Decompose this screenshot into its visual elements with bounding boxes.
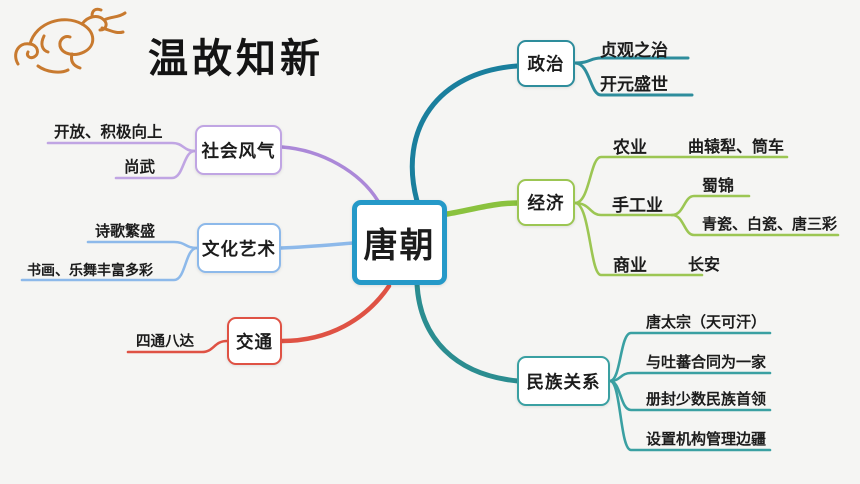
leaf-handicraft: 手工业: [612, 196, 663, 215]
leaf-taizong-khan: 唐太宗（天可汗）: [646, 314, 767, 331]
leaf-frontier-agencies: 设置机构管理边疆: [646, 431, 767, 448]
branch-node-economy: 经济: [517, 179, 575, 226]
economy-child-line-commerce: [573, 201, 704, 277]
politics-branch-curve: [409, 63, 520, 204]
politics-child-line-1: [573, 61, 694, 97]
leaf-poetry-flourish: 诗歌繁盛: [95, 223, 156, 240]
branch-node-ethnic-relations: 民族关系: [517, 356, 610, 406]
handicraft-sub-line-0: [670, 194, 751, 217]
transport-child-line-0: [126, 339, 229, 354]
leaf-tubo-family: 与吐蕃合同为一家: [646, 354, 767, 371]
branch-label: 经济: [527, 193, 565, 213]
branch-label: 社会风气: [201, 140, 276, 161]
ethnic-child-line-1: [608, 371, 772, 383]
leaf-agriculture-tools: 曲辕犁、筒车: [688, 139, 785, 156]
branch-node-social-ethos: 社会风气: [195, 125, 282, 175]
ethnic-relations-branch-curve: [414, 281, 521, 384]
leaf-kaiyuan-prosperity: 开元盛世: [600, 75, 668, 94]
leaf-porcelain: 青瓷、白瓷、唐三彩: [702, 216, 838, 233]
branch-node-culture-art: 文化艺术: [197, 223, 281, 273]
leaf-agriculture: 农业: [613, 138, 647, 157]
transport-branch-curve: [279, 283, 392, 344]
ethnic-child-line-3: [608, 379, 772, 452]
central-topic-label: 唐朝: [363, 227, 436, 265]
branch-label: 政治: [527, 54, 565, 74]
social-child-line-1: [114, 149, 197, 180]
culture-child-line-1: [20, 246, 199, 282]
branch-node-transport: 交通: [227, 317, 282, 365]
leaf-zhenguan-rule: 贞观之治: [600, 41, 668, 60]
branch-label: 文化艺术: [202, 238, 276, 259]
leaf-martial-spirit: 尚武: [124, 159, 156, 176]
leaf-painting-music: 书画、乐舞丰富多彩: [27, 262, 153, 278]
page-title: 温故知新: [148, 37, 324, 81]
social-ethos-branch-curve: [280, 145, 380, 203]
branch-node-politics: 政治: [517, 40, 575, 87]
leaf-open-positive: 开放、积极向上: [54, 124, 163, 141]
economy-child-line-agriculture: [573, 155, 789, 205]
branch-label: 交通: [236, 331, 273, 352]
leaf-shu-brocade: 蜀锦: [702, 178, 735, 195]
branch-label: 民族关系: [526, 371, 601, 392]
social-child-line-0: [46, 141, 197, 153]
leaf-confer-leaders: 册封少数民族首领: [646, 391, 767, 408]
leaf-changan: 长安: [688, 257, 721, 274]
culture-art-branch-curve: [279, 241, 355, 250]
central-topic-tang-dynasty: 唐朝: [352, 200, 447, 285]
dragon-icon: [8, 6, 130, 91]
economy-branch-curve: [444, 200, 521, 217]
leaf-commerce: 商业: [613, 256, 647, 275]
culture-child-line-0: [86, 240, 199, 250]
leaf-extend-all-directions: 四通八达: [136, 334, 194, 350]
handicraft-sub-line-1: [670, 213, 840, 237]
